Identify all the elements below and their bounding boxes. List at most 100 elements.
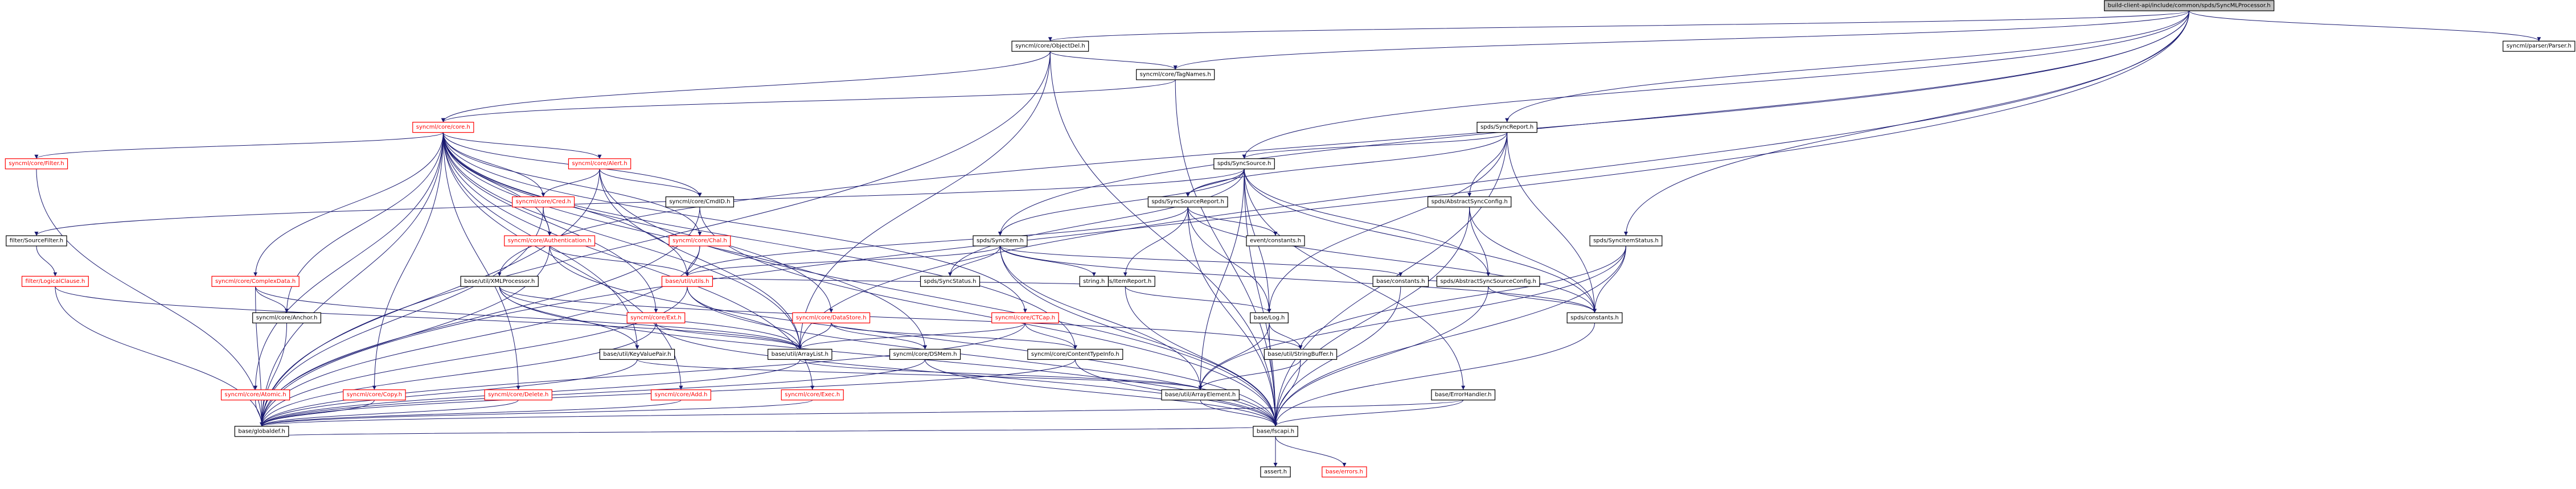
node-box[interactable]: [1436, 276, 1540, 287]
node-arrayelement[interactable]: base/util/ArrayElement.h: [1161, 389, 1240, 401]
node-syncsourcereport[interactable]: spds/SyncSourceReport.h: [1147, 196, 1228, 208]
node-ctcap[interactable]: syncml/core/CTCap.h: [991, 312, 1059, 323]
node-box[interactable]: [1372, 276, 1429, 287]
node-box[interactable]: [665, 196, 735, 208]
node-baseerrors[interactable]: base/errors.h: [1322, 466, 1367, 478]
node-box[interactable]: [626, 312, 686, 323]
node-objectdel[interactable]: syncml/core/ObjectDel.h: [1011, 40, 1089, 52]
node-cred[interactable]: syncml/core/Cred.h: [512, 196, 575, 208]
node-box[interactable]: [252, 312, 322, 323]
node-box[interactable]: [2503, 40, 2575, 52]
node-box[interactable]: [1476, 122, 1537, 133]
node-box[interactable]: [484, 389, 552, 401]
node-copy[interactable]: syncml/core/Copy.h: [343, 389, 406, 401]
node-box[interactable]: [1136, 69, 1215, 80]
node-box[interactable]: [650, 389, 711, 401]
node-cmdid[interactable]: syncml/core/CmdID.h: [665, 196, 735, 208]
node-box[interactable]: [792, 312, 871, 323]
node-box[interactable]: [973, 235, 1028, 246]
node-delete[interactable]: syncml/core/Delete.h: [484, 389, 552, 401]
node-box[interactable]: [460, 276, 539, 287]
node-root[interactable]: build-client-api/include/common/spds/Syn…: [2104, 0, 2275, 11]
node-box[interactable]: [1161, 389, 1240, 401]
node-log[interactable]: base/Log.h: [1250, 312, 1289, 323]
node-box[interactable]: [668, 235, 731, 246]
node-contenttypeinfo[interactable]: syncml/core/ContentTypeInfo.h: [1027, 348, 1123, 360]
node-abstractsyncconfig[interactable]: spds/AbstractSyncConfig.h: [1428, 196, 1512, 208]
node-tagnames[interactable]: syncml/core/TagNames.h: [1136, 69, 1215, 80]
node-arraylist[interactable]: base/util/ArrayList.h: [768, 348, 832, 360]
node-utils[interactable]: base/util/utils.h: [661, 276, 713, 287]
node-box[interactable]: [412, 122, 474, 133]
node-box[interactable]: [343, 389, 406, 401]
node-anchor[interactable]: syncml/core/Anchor.h: [252, 312, 322, 323]
node-atomic[interactable]: syncml/core/Atomic.h: [220, 389, 290, 401]
node-authentication[interactable]: syncml/core/Authentication.h: [504, 235, 596, 246]
node-errorhandler[interactable]: base/ErrorHandler.h: [1431, 389, 1496, 401]
node-box[interactable]: [211, 276, 300, 287]
node-box[interactable]: [1250, 312, 1289, 323]
node-box[interactable]: [234, 426, 289, 437]
node-fscapi[interactable]: base/fscapi.h: [1253, 426, 1298, 437]
node-parser[interactable]: syncml/parser/Parser.h: [2503, 40, 2575, 52]
node-chal[interactable]: syncml/core/Chal.h: [668, 235, 731, 246]
node-datastore[interactable]: syncml/core/DataStore.h: [792, 312, 871, 323]
node-abstractsyncsourceconfig[interactable]: spds/AbstractSyncSourceConfig.h: [1436, 276, 1540, 287]
node-box[interactable]: [781, 389, 844, 401]
node-stringbuffer[interactable]: base/util/StringBuffer.h: [1264, 348, 1338, 360]
node-xmlprocessor[interactable]: base/util/XMLProcessor.h: [460, 276, 539, 287]
node-box[interactable]: [1264, 348, 1338, 360]
node-box[interactable]: [2104, 0, 2275, 11]
node-globaldef[interactable]: base/globaldef.h: [234, 426, 289, 437]
node-syncstatus[interactable]: spds/SyncStatus.h: [920, 276, 981, 287]
node-box[interactable]: [920, 276, 981, 287]
node-box[interactable]: [1428, 196, 1512, 208]
node-dsmem[interactable]: syncml/core/DSMem.h: [889, 348, 961, 360]
node-syncsource[interactable]: spds/SyncSource.h: [1213, 158, 1275, 170]
node-itemreport[interactable]: spds/ItemReport.h: [1095, 276, 1155, 287]
node-complexdata[interactable]: syncml/core/ComplexData.h: [211, 276, 300, 287]
node-box[interactable]: [1147, 196, 1228, 208]
node-asserth[interactable]: assert.h: [1260, 466, 1291, 478]
node-logicalclause[interactable]: filter/LogicalClause.h: [21, 276, 89, 287]
node-syncreport[interactable]: spds/SyncReport.h: [1476, 122, 1537, 133]
node-box[interactable]: [1246, 235, 1305, 246]
node-box[interactable]: [1589, 235, 1663, 246]
node-box[interactable]: [5, 158, 68, 170]
node-box[interactable]: [1011, 40, 1089, 52]
node-box[interactable]: [220, 389, 290, 401]
node-sourcefilter[interactable]: filter/SourceFilter.h: [6, 235, 67, 246]
node-filter[interactable]: syncml/core/Filter.h: [5, 158, 68, 170]
node-stringh[interactable]: string.h: [1079, 276, 1109, 287]
node-box[interactable]: [889, 348, 961, 360]
node-exec[interactable]: syncml/core/Exec.h: [781, 389, 844, 401]
node-add[interactable]: syncml/core/Add.h: [650, 389, 711, 401]
node-box[interactable]: [1079, 276, 1109, 287]
node-box[interactable]: [1027, 348, 1123, 360]
node-box[interactable]: [568, 158, 631, 170]
node-box[interactable]: [599, 348, 675, 360]
node-alert[interactable]: syncml/core/Alert.h: [568, 158, 631, 170]
node-box[interactable]: [504, 235, 596, 246]
node-syncitemstatus[interactable]: spds/SyncItemStatus.h: [1589, 235, 1663, 246]
node-box[interactable]: [6, 235, 67, 246]
edge-fscapi-to-baseerrors: [1275, 436, 1347, 467]
node-box[interactable]: [21, 276, 89, 287]
node-keyvaluepair[interactable]: base/util/KeyValuePair.h: [599, 348, 675, 360]
node-box[interactable]: [768, 348, 832, 360]
node-box[interactable]: [1322, 466, 1367, 478]
node-box[interactable]: [1253, 426, 1298, 437]
node-exec_ext[interactable]: syncml/core/Ext.h: [626, 312, 686, 323]
node-spdsconstants[interactable]: spds/constants.h: [1566, 312, 1623, 323]
node-box[interactable]: [661, 276, 713, 287]
node-baseconstants[interactable]: base/constants.h: [1372, 276, 1429, 287]
node-box[interactable]: [1213, 158, 1275, 170]
node-box[interactable]: [991, 312, 1059, 323]
node-coreh[interactable]: syncml/core/core.h: [412, 122, 474, 133]
node-box[interactable]: [1566, 312, 1623, 323]
node-syncitem[interactable]: spds/SyncItem.h: [973, 235, 1028, 246]
node-eventconstants[interactable]: event/constants.h: [1246, 235, 1305, 246]
node-box[interactable]: [512, 196, 575, 208]
node-box[interactable]: [1260, 466, 1291, 478]
node-box[interactable]: [1431, 389, 1496, 401]
